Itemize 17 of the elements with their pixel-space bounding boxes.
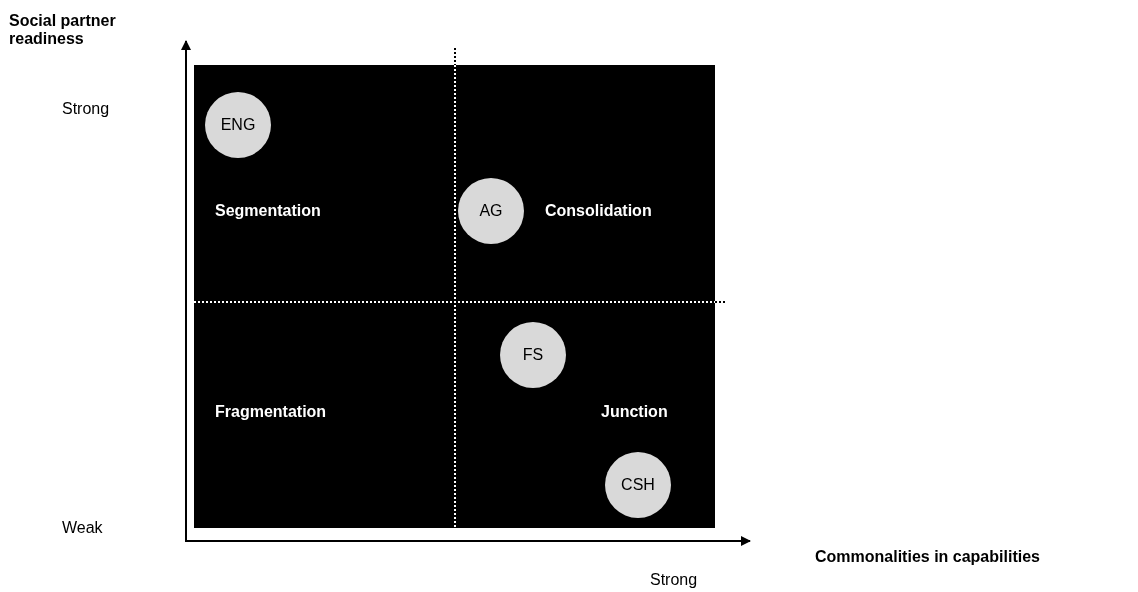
category-bubble: ENG (205, 92, 271, 158)
quadrant-panel (455, 65, 715, 302)
axis-value-label: Strong (650, 571, 698, 589)
quadrant-label: Segmentation (215, 202, 321, 220)
category-bubble: CSH (605, 452, 671, 518)
category-bubble: FS (500, 322, 566, 388)
quadrant-panel (194, 65, 455, 302)
axis-title: Commonalities in capabilities (815, 548, 1040, 566)
quadrant-label: Fragmentation (215, 403, 327, 421)
axis-title: Social partner readiness (9, 12, 117, 48)
axis-value-label: Weak (62, 519, 103, 537)
axis-value-label: Strong (62, 100, 110, 118)
quadrant-label: Consolidation (545, 202, 652, 220)
quadrant-label: Junction (601, 403, 668, 421)
quadrant-panel (194, 302, 455, 528)
category-bubble: AG (458, 178, 524, 244)
quadrant-panel (455, 302, 715, 528)
